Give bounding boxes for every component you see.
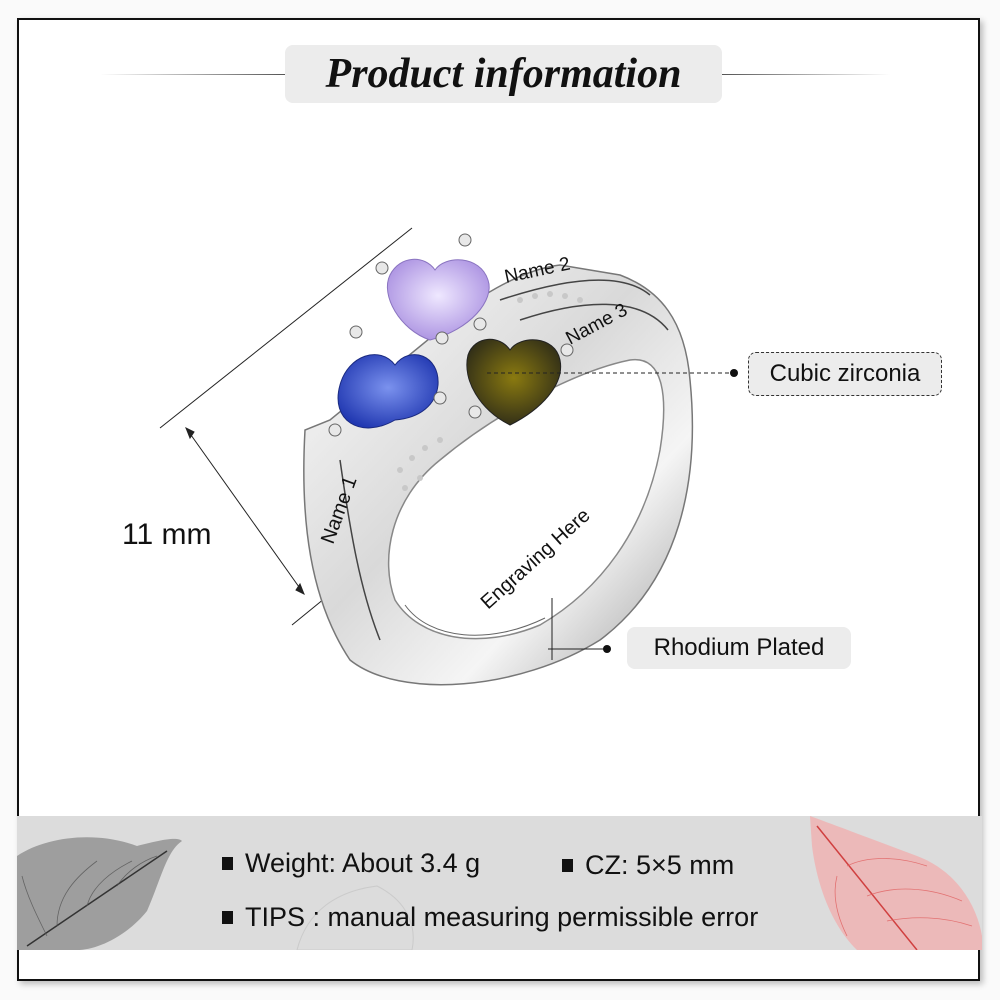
dimension-label: 11 mm [122, 518, 212, 551]
leaf-decorations [17, 816, 982, 950]
title-banner: Product information [285, 45, 722, 103]
title-rule-right [722, 74, 890, 75]
stone-right-olive-icon [466, 338, 562, 426]
spec-cz-size-text: CZ: 5×5 mm [585, 850, 735, 880]
callout-cubic-zirconia: Cubic zirconia [748, 352, 942, 396]
title-rule-left [100, 74, 285, 75]
bullet-square-icon [562, 859, 573, 872]
spec-cz-size: CZ: 5×5 mm [562, 850, 734, 881]
bullet-square-icon [222, 911, 233, 924]
spec-weight-text: Weight: About 3.4 g [245, 848, 481, 878]
leaf-left-icon [17, 837, 182, 950]
bullet-square-icon [222, 857, 233, 870]
leaf-faint-icon [296, 885, 414, 950]
spec-tips: TIPS : manual measuring permissible erro… [222, 902, 758, 933]
stone-top-lilac-icon [386, 258, 490, 341]
page-title: Product information [325, 51, 682, 97]
callout-leaders [487, 369, 738, 660]
callout-rhodium-plated: Rhodium Plated [627, 627, 851, 669]
spec-tips-text: TIPS : manual measuring permissible erro… [245, 902, 759, 932]
ring-band [303, 264, 694, 686]
prongs [328, 233, 574, 437]
spec-weight: Weight: About 3.4 g [222, 848, 480, 879]
leaf-right-icon [810, 816, 982, 950]
specs-band: Weight: About 3.4 g CZ: 5×5 mm TIPS : ma… [17, 816, 982, 950]
